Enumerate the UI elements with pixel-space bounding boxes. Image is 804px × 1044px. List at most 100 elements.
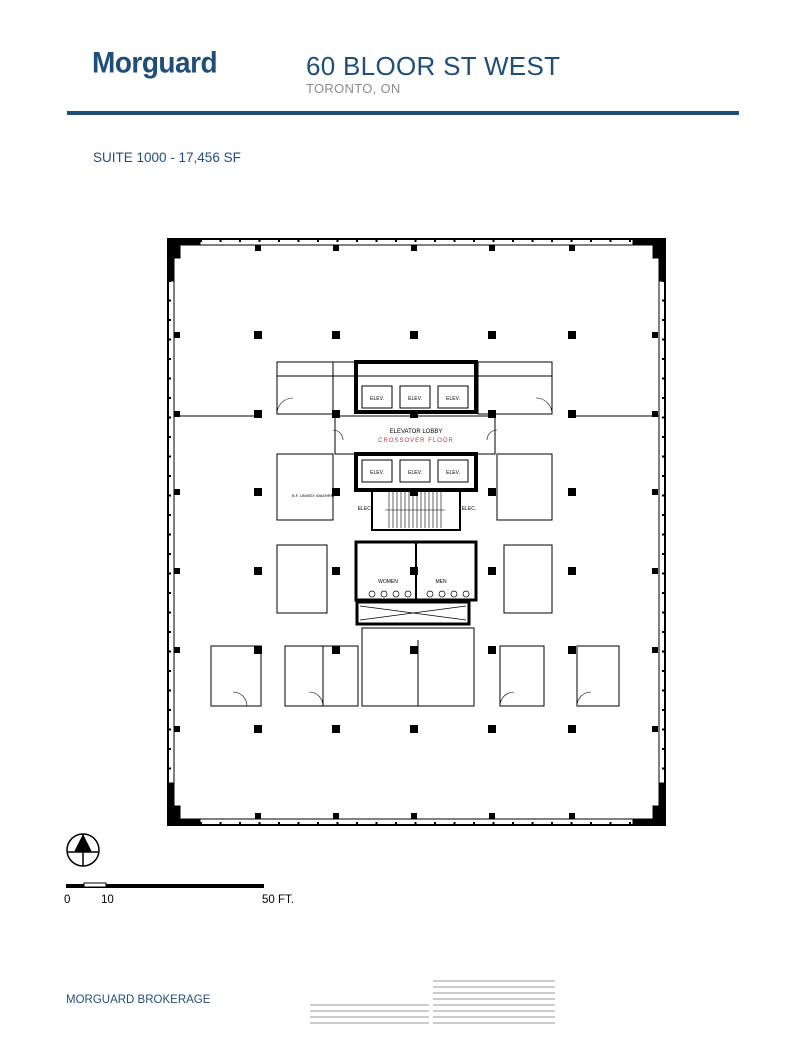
window-mullion: [169, 631, 171, 633]
window-mullion: [590, 822, 592, 824]
elevator-car: [361, 385, 393, 409]
structural-column: [488, 331, 496, 339]
crossover-floor-label: CROSSOVER FLOOR: [378, 438, 454, 444]
window-mullion: [375, 822, 378, 824]
sink-fixture: [404, 590, 412, 598]
lower-elevator-room: [355, 600, 471, 626]
structural-column: [254, 646, 262, 654]
window-mullion: [629, 822, 631, 824]
window-mullion: [662, 787, 664, 789]
structural-column: [568, 567, 576, 575]
structural-column: [568, 488, 576, 496]
sink-fixture: [426, 590, 434, 598]
window-mullion: [239, 240, 241, 242]
structural-column: [332, 331, 340, 339]
window-mullion: [169, 748, 171, 750]
window-mullion: [169, 514, 171, 516]
window-mullion: [473, 240, 475, 242]
window-mullion: [219, 240, 222, 242]
window-mullion: [169, 689, 171, 692]
window-mullion: [551, 822, 553, 824]
perimeter-column: [174, 332, 180, 338]
window-mullion: [219, 822, 222, 824]
window-mullion: [590, 240, 592, 242]
elevator-car: [361, 459, 393, 483]
structural-column: [488, 488, 496, 496]
window-mullion: [512, 240, 514, 242]
perimeter-column: [255, 245, 261, 251]
perimeter-column: [333, 813, 339, 819]
header-divider: [67, 111, 739, 115]
window-mullion: [169, 416, 171, 419]
structural-column: [410, 646, 418, 654]
perimeter-column: [174, 568, 180, 574]
window-mullion: [414, 240, 417, 242]
window-mullion: [662, 455, 664, 458]
scale-label-50: 50 FT.: [262, 894, 294, 906]
window-mullion: [512, 822, 514, 824]
window-mullion: [258, 240, 261, 242]
window-mullion: [662, 572, 664, 575]
perimeter-column: [569, 245, 575, 251]
perimeter-column: [255, 813, 261, 819]
perimeter-column: [652, 647, 658, 653]
scale-label-0: 0: [64, 894, 71, 906]
perimeter-column: [489, 813, 495, 819]
window-mullion: [336, 240, 339, 242]
window-mullion: [169, 670, 171, 672]
sink-fixture: [438, 590, 446, 598]
structural-column: [568, 410, 576, 418]
perimeter-column: [411, 813, 417, 819]
perimeter-column: [569, 813, 575, 819]
property-city: TORONTO, ON: [306, 81, 401, 96]
structural-column: [568, 331, 576, 339]
property-title: 60 BLOOR ST WEST: [306, 51, 561, 81]
window-mullion: [278, 240, 280, 242]
window-mullion: [297, 240, 300, 242]
window-mullion: [531, 240, 534, 242]
elevator-bank-upper: [354, 360, 478, 414]
south-offices: [210, 627, 620, 707]
window-mullion: [662, 592, 664, 594]
window-mullion: [662, 299, 664, 302]
window-mullion: [169, 280, 171, 282]
perimeter-column: [333, 245, 339, 251]
window-mullion: [169, 572, 171, 575]
elec-right-label: ELEC.: [462, 506, 476, 512]
window-mullion: [492, 240, 495, 242]
window-mullion: [662, 377, 664, 380]
perimeter-column: [411, 245, 417, 251]
window-mullion: [169, 533, 171, 536]
window-mullion: [297, 822, 300, 824]
structural-column: [410, 488, 418, 496]
structural-column: [332, 567, 340, 575]
sink-fixture: [380, 590, 388, 598]
window-mullion: [169, 377, 171, 380]
perimeter-column: [174, 726, 180, 732]
window-mullion: [662, 650, 664, 653]
sink-fixture: [462, 590, 470, 598]
window-mullion: [414, 822, 417, 824]
window-mullion: [662, 709, 664, 711]
window-mullion: [169, 592, 171, 594]
structural-column: [254, 410, 262, 418]
structural-column: [410, 725, 418, 733]
structural-column: [410, 567, 418, 575]
men-label: MEN: [435, 579, 447, 585]
structural-column: [488, 567, 496, 575]
window-mullion: [609, 822, 612, 824]
perimeter-column: [652, 568, 658, 574]
window-mullion: [662, 416, 664, 419]
sink-fixture: [392, 590, 400, 598]
elevator-label: ELEV.: [370, 470, 384, 476]
window-mullion: [258, 822, 261, 824]
window-mullion: [662, 533, 664, 536]
window-mullion: [169, 787, 171, 789]
perimeter-column: [652, 489, 658, 495]
elevator-car: [399, 459, 431, 483]
perimeter-column: [174, 647, 180, 653]
window-mullion: [551, 240, 553, 242]
women-label: WOMEN: [378, 579, 398, 585]
elevator-label: ELEV.: [446, 470, 460, 476]
